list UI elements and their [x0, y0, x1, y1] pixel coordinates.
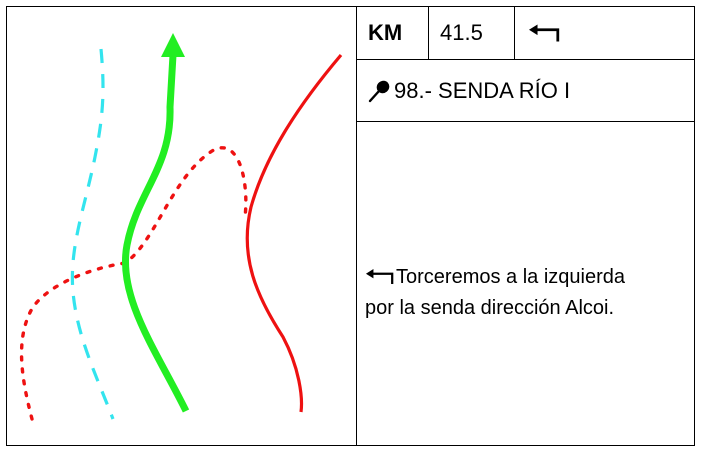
map-pin-icon — [368, 80, 390, 102]
road-line — [245, 53, 343, 413]
river-dashed-line — [70, 48, 115, 420]
route-arrow-head — [161, 33, 185, 57]
column-divider — [356, 7, 357, 445]
turn-left-arrow-icon — [365, 269, 394, 284]
direction-cell — [515, 7, 694, 59]
instruction-text: Torceremos a la izquierda por la senda d… — [365, 262, 690, 324]
dotted-track-line — [19, 146, 248, 421]
km-label: KM — [357, 7, 429, 59]
route-sketch — [7, 7, 356, 445]
instruction-line-2: por la senda dirección Alcoi. — [365, 297, 615, 319]
route-sketch-svg — [19, 33, 343, 421]
waypoint-row: 98.- SENDA RÍO I — [357, 60, 694, 122]
roadbook-card: KM 41.5 98.- SENDA RÍO I Torceremo — [6, 6, 695, 446]
km-value: 41.5 — [429, 7, 515, 59]
instruction-area: Torceremos a la izquierda por la senda d… — [357, 122, 694, 445]
info-panel: KM 41.5 98.- SENDA RÍO I Torceremo — [357, 7, 694, 445]
main-route-line — [122, 54, 190, 413]
instruction-line-1: Torceremos a la izquierda — [396, 266, 625, 288]
header-row: KM 41.5 — [357, 7, 694, 60]
waypoint-name: 98.- SENDA RÍO I — [394, 77, 571, 103]
turn-left-arrow-icon — [529, 24, 560, 42]
